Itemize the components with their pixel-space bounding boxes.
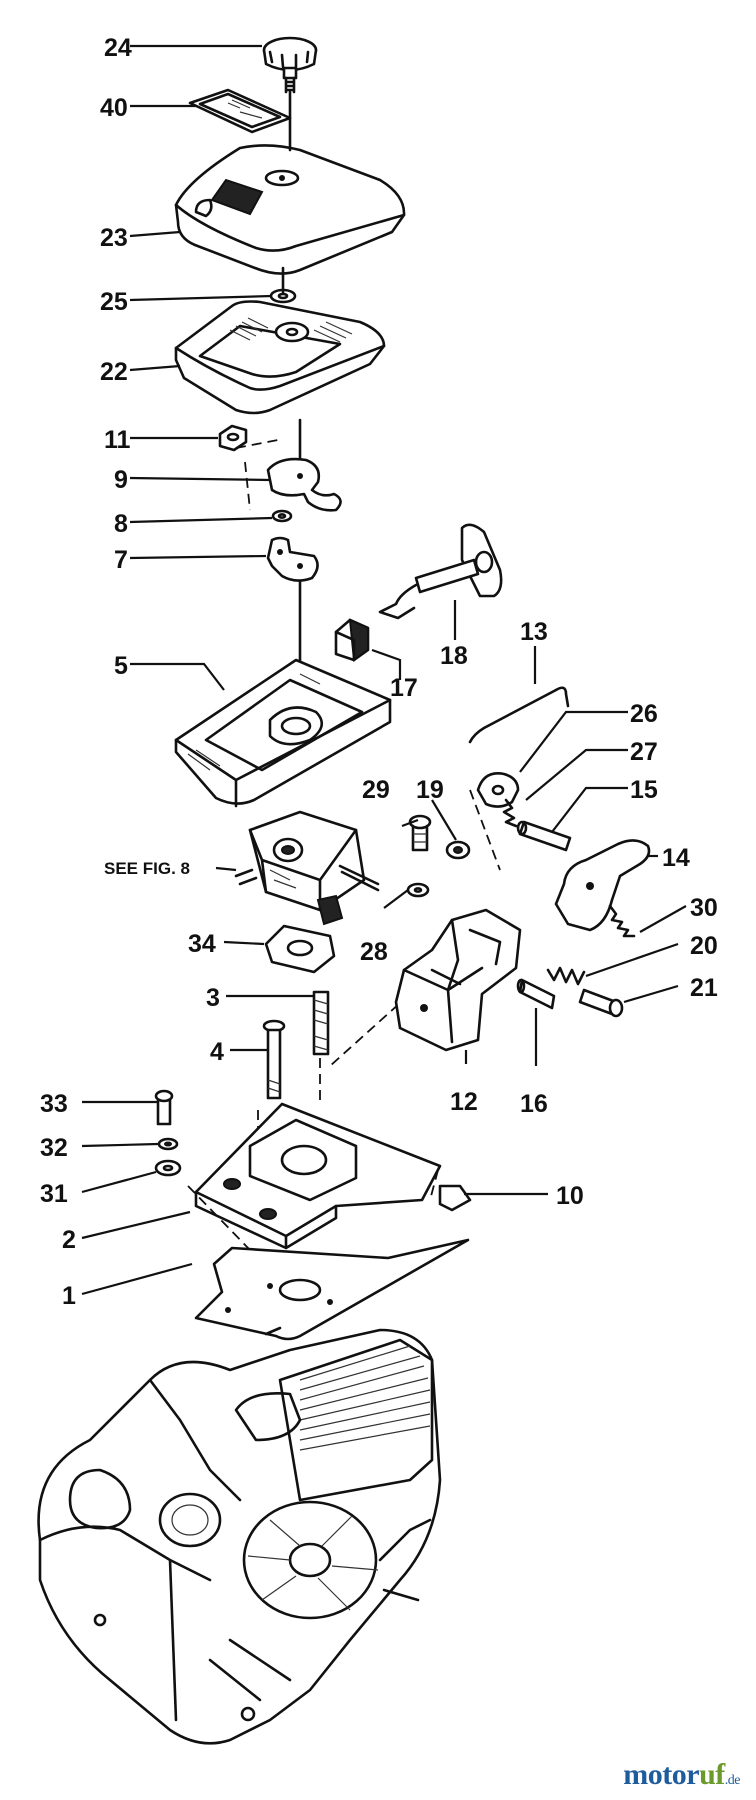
part-4-bolt: [262, 1019, 286, 1100]
part-18-choke-rod: [378, 523, 503, 620]
callout-5: 5: [114, 652, 128, 680]
callout-28: 28: [360, 938, 388, 966]
callout-1: 1: [62, 1282, 76, 1310]
part-20-spring: [546, 966, 586, 986]
engine-crankcase: [37, 1328, 442, 1745]
callout-12: 12: [450, 1088, 478, 1116]
callout-25: 25: [100, 288, 128, 316]
part-22-filter: [174, 300, 386, 415]
carburetor-assembly: [234, 810, 380, 926]
part-34-gasket: [264, 924, 336, 974]
callout-21: 21: [690, 974, 718, 1002]
part-40-label: [188, 88, 292, 134]
callout-29: 29: [362, 776, 390, 804]
part-19-grommet: [445, 840, 471, 860]
part-5-housing: [174, 658, 392, 808]
callout-27: 27: [630, 738, 658, 766]
callout-23: 23: [100, 224, 128, 252]
callout-8: 8: [114, 510, 128, 538]
callout-34: 34: [188, 930, 216, 958]
callout-9: 9: [114, 466, 128, 494]
see-fig-8-label: SEE FIG. 8: [104, 859, 190, 878]
part-17-block: [334, 618, 370, 662]
callout-26: 26: [630, 700, 658, 728]
part-31-washer: [154, 1159, 182, 1177]
callout-24: 24: [104, 34, 132, 62]
part-12-housing: [394, 908, 522, 1052]
callout-30: 30: [690, 894, 718, 922]
callout-17: 17: [390, 674, 418, 702]
part-14-trigger: [554, 839, 651, 932]
site-watermark: motoruf.de: [623, 1758, 740, 1791]
part-16-pin: [516, 978, 556, 1010]
part-27-spring: [502, 798, 518, 828]
callout-4: 4: [210, 1038, 224, 1066]
callout-11: 11: [104, 426, 131, 454]
part-21-screw: [578, 988, 624, 1018]
part-1-gasket: [194, 1238, 470, 1341]
part-3-stud: [312, 990, 330, 1056]
callout-19: 19: [416, 776, 444, 804]
part-33-screw: [154, 1089, 174, 1126]
part-28-washer: [406, 882, 430, 898]
callout-40: 40: [100, 94, 128, 122]
part-24-knob: [262, 36, 318, 94]
part-15-pin: [516, 820, 572, 852]
part-11-nut: [218, 424, 248, 452]
callout-22: 22: [100, 358, 128, 386]
callout-leaders: [81, 44, 687, 1296]
part-30-spring: [608, 904, 636, 938]
part-23-cover: [174, 144, 406, 275]
callout-32: 32: [40, 1134, 68, 1162]
callout-2: 2: [62, 1226, 76, 1254]
part-8-washer: [271, 509, 293, 523]
part-32-washer: [157, 1137, 179, 1151]
callout-15: 15: [630, 776, 658, 804]
callout-18: 18: [440, 642, 468, 670]
callout-20: 20: [690, 932, 718, 960]
callout-13: 13: [520, 618, 548, 646]
callout-labels: 24 40 23 25 22 11 9 8 7 5 17 18 13 26 27…: [40, 34, 718, 1310]
callout-16: 16: [520, 1090, 548, 1118]
part-7-plate: [266, 536, 319, 582]
part-13-rod: [468, 686, 570, 744]
part-9-bracket: [266, 457, 342, 512]
part-26-lever: [476, 772, 520, 808]
callout-7: 7: [114, 546, 128, 574]
callout-14: 14: [662, 844, 690, 872]
callout-10: 10: [556, 1182, 584, 1210]
part-2-insulator: [194, 1102, 472, 1250]
callout-33: 33: [40, 1090, 68, 1118]
callout-31: 31: [40, 1180, 68, 1208]
callout-3: 3: [206, 984, 220, 1012]
